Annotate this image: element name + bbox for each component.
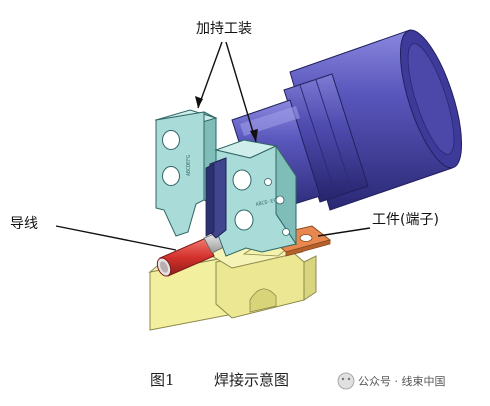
fixture-arrowhead-left	[195, 96, 203, 108]
figure-title: 焊接示意图	[214, 371, 289, 389]
watermark-text: 公众号 · 线束中国	[358, 374, 446, 388]
wire-leader	[55, 225, 177, 251]
fixture-label: 加持工装	[196, 21, 252, 37]
workpiece-leader	[317, 227, 371, 237]
fixture-leader-right	[225, 41, 257, 143]
leader-lines	[55, 41, 371, 251]
fixture-leader-left	[197, 41, 223, 109]
wire-label: 导线	[10, 216, 38, 232]
wire	[156, 230, 229, 277]
right-block-engraving: ABCD-EF	[255, 198, 277, 208]
figure-caption: 图1 焊接示意图	[150, 371, 289, 389]
figure-number: 图1	[150, 371, 175, 389]
leader-arrowheads	[195, 96, 258, 142]
wechat-icon	[337, 372, 355, 390]
fixture-right-block: ABCD-EF	[205, 139, 297, 257]
watermark: 公众号 · 线束中国	[337, 372, 446, 390]
left-block-engraving: ABCDEFG	[186, 155, 192, 176]
workpiece-label: 工件(端子)	[372, 212, 439, 228]
fixture-arrowhead-right	[250, 129, 258, 142]
